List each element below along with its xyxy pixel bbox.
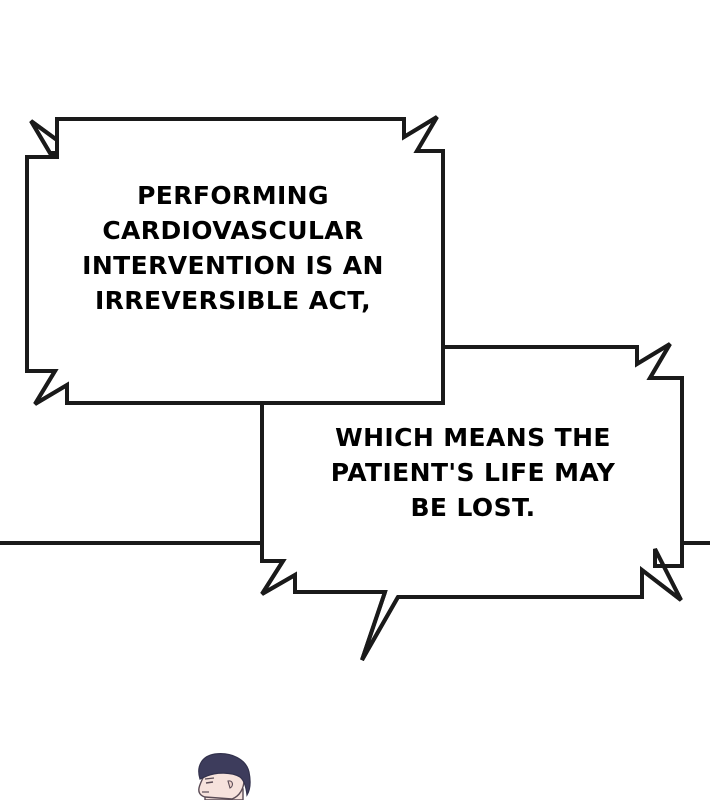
bubble-2-jag-bottom-right [640,548,683,602]
character-face [198,767,245,800]
bubble-1-jag-top-right [402,115,443,153]
character-eyebrow [204,777,215,780]
character-ear [227,780,233,789]
speech-bubble-2-text: WHICH MEANS THE PATIENT'S LIFE MAY BE LO… [330,423,616,522]
bubble-2-tail [360,591,400,661]
bubble-2-jag-bottom-left [260,559,297,596]
bubble-1-jag-top-left [27,119,59,159]
bubble-1-jag-bottom-left [27,369,69,406]
character-hair [198,753,251,797]
bubble-2-jag-top-right [635,342,682,380]
character-man-with-bowl-cut [198,753,251,800]
bubble-overlap-mask [264,349,441,401]
speech-bubble-2 [260,342,684,661]
speech-bubble-1-text: PERFORMING CARDIOVASCULAR INTERVENTION I… [82,181,384,315]
character-eye [205,781,214,784]
